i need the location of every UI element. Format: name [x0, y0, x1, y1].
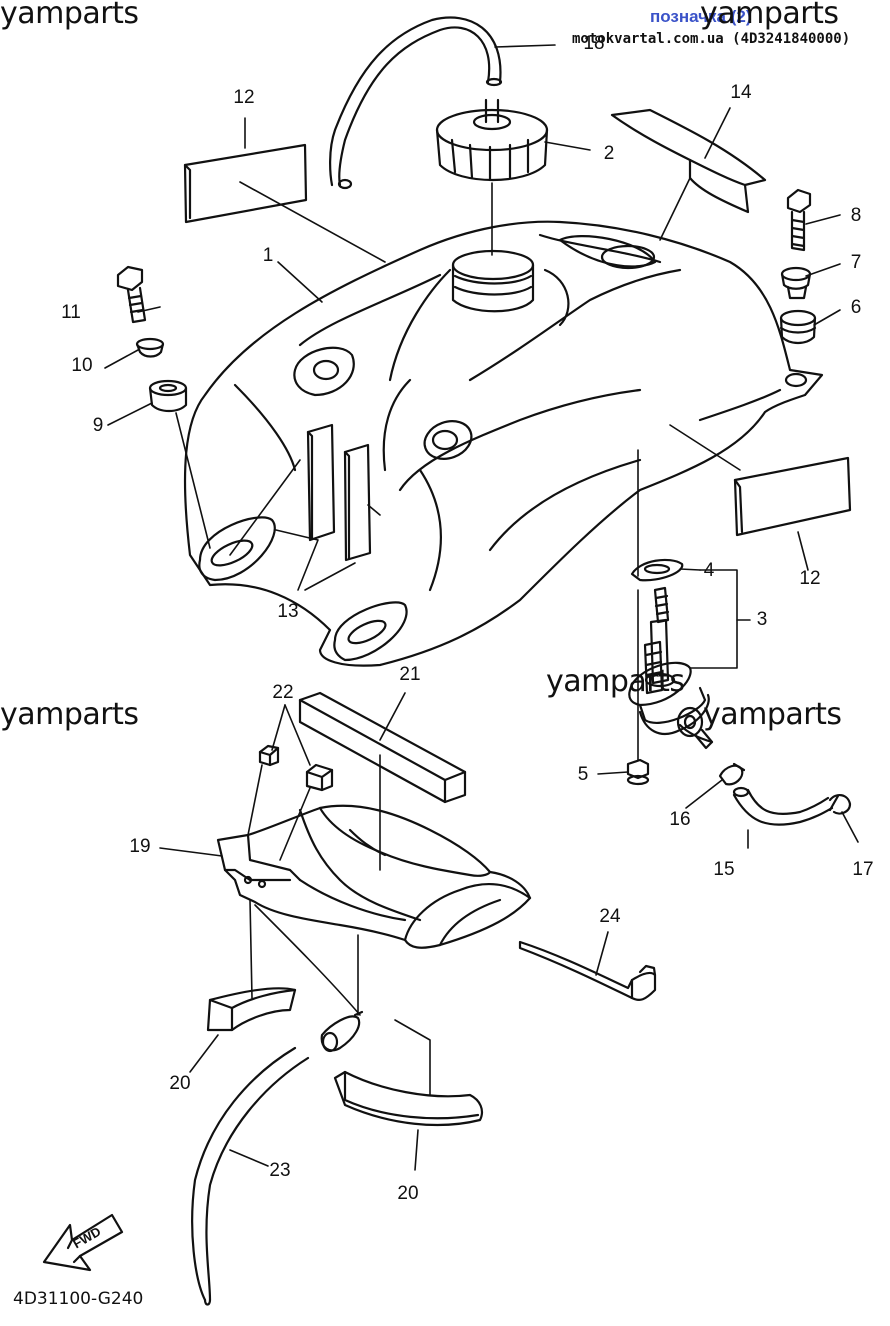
- callout-24: 24: [599, 906, 621, 927]
- fwd-arrow-icon: [42, 1213, 124, 1272]
- callout-18: 18: [583, 33, 605, 54]
- callout-19: 19: [129, 836, 151, 857]
- callout-20: 20: [169, 1073, 191, 1094]
- callout-17: 17: [852, 859, 874, 880]
- callout-9: 9: [92, 415, 104, 436]
- bolt-part-11: [116, 265, 147, 324]
- callout-10: 10: [71, 355, 93, 376]
- damper-part-13: [306, 423, 372, 562]
- fuel-hose-part-15: [732, 786, 834, 826]
- cover-part-14: [610, 108, 767, 214]
- callout-11: 11: [61, 302, 81, 323]
- gasket-part-4: [630, 558, 684, 582]
- damper-part-22: [258, 744, 334, 792]
- callout-4: 4: [703, 560, 715, 581]
- clip-part-17: [828, 794, 852, 815]
- watermark-text: yamparts: [546, 664, 685, 699]
- callout-21: 21: [399, 664, 421, 685]
- callout-20: 20: [397, 1183, 419, 1204]
- breather-hose-part-18: [329, 16, 503, 190]
- collar-part-10: [135, 337, 165, 358]
- callout-7: 7: [850, 252, 862, 273]
- clamp-part-16: [718, 762, 746, 786]
- callout-16: 16: [669, 809, 691, 830]
- leader-lines: [104, 44, 859, 1171]
- screw-part-5: [626, 758, 650, 786]
- callout-1: 1: [262, 245, 274, 266]
- fuel-cap-part-2: [435, 98, 549, 182]
- callout-2: 2: [603, 143, 615, 164]
- watermark-text: yamparts: [0, 0, 139, 31]
- damper-part-20: [206, 987, 484, 1127]
- link-label-2[interactable]: позначка (2): [650, 7, 752, 26]
- callout-6: 6: [850, 297, 862, 318]
- callout-14: 14: [730, 82, 752, 103]
- site-source-text: motokvartal.com.ua (4D3241840000): [572, 31, 851, 47]
- watermark-text: yamparts: [700, 0, 839, 31]
- damper-part-21: [298, 691, 467, 804]
- diagram-code: 4D31100-G240: [13, 1289, 144, 1309]
- callout-8: 8: [850, 205, 862, 226]
- bolt-part-8: [786, 188, 812, 252]
- callout-22: 22: [272, 682, 294, 703]
- collar-part-7: [780, 266, 812, 300]
- hose-part-23: [191, 1010, 364, 1306]
- watermark-text: yamparts: [0, 697, 139, 732]
- callout-12: 12: [233, 87, 255, 108]
- callout-13: 13: [277, 601, 299, 622]
- label-part-12: [183, 143, 852, 537]
- fuel-tank-part-1: [183, 220, 824, 667]
- bracket-part-19: [216, 804, 532, 949]
- damper-part-6: [779, 309, 817, 345]
- callout-15: 15: [713, 859, 735, 880]
- watermark-text: yamparts: [703, 697, 842, 732]
- strap-part-24: [518, 940, 657, 1001]
- callout-23: 23: [269, 1160, 291, 1181]
- fuel-cock-part-3: [628, 586, 714, 750]
- callout-3: 3: [756, 609, 768, 630]
- damper-part-9: [148, 379, 188, 413]
- callout-12: 12: [799, 568, 821, 589]
- callout-5: 5: [577, 764, 589, 785]
